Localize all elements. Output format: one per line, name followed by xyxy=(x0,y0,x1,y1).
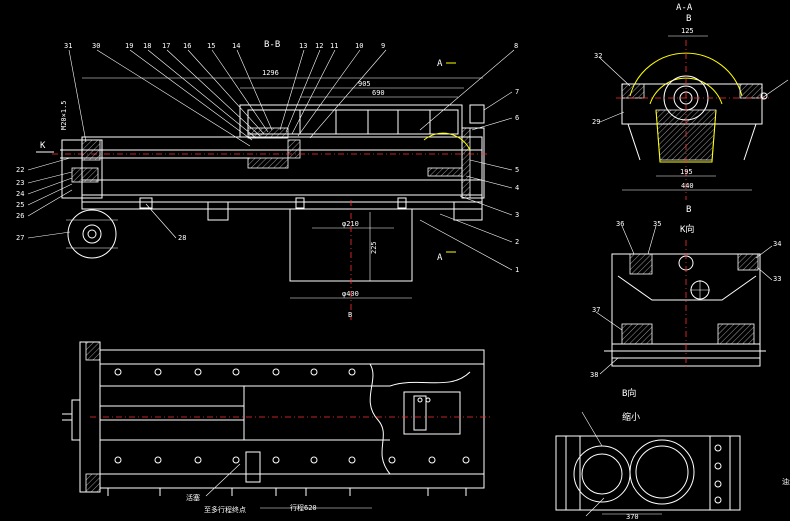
callout-13: 13 xyxy=(299,42,307,50)
section-bb-title: B-B xyxy=(264,40,280,50)
callout-15: 15 xyxy=(207,42,215,50)
callout-36: 36 xyxy=(616,220,624,228)
callout-17: 17 xyxy=(162,42,170,50)
callout-37: 37 xyxy=(592,306,600,314)
view-b-direction: B向 xyxy=(622,387,636,399)
callout-30: 30 xyxy=(92,42,100,50)
callout-2: 2 xyxy=(515,238,519,246)
dim-370: 370 xyxy=(626,513,639,521)
callout-38: 38 xyxy=(590,371,598,379)
callout-14: 14 xyxy=(232,42,240,50)
callout-33: 33 xyxy=(773,275,781,283)
callout-11: 11 xyxy=(330,42,338,50)
cutting-b-label: B xyxy=(348,311,352,319)
view-mark-k: K xyxy=(40,141,46,151)
plan-note-piston: 活塞 xyxy=(186,493,200,502)
dim-dia-400: φ400 xyxy=(342,290,359,298)
k-view: K向 36 35 34 33 37 38 xyxy=(590,220,781,379)
callouts-left-group: 22 23 24 25 26 27 xyxy=(16,157,73,242)
note-left-vertical: M20×1.5 xyxy=(60,100,68,130)
callout-10: 10 xyxy=(355,42,363,50)
section-aa-title: A-A xyxy=(676,3,693,13)
callouts-right-group: 7 6 5 4 3 2 1 xyxy=(419,88,519,274)
callout-12: 12 xyxy=(315,42,323,50)
bottom-right-label: 油量 xyxy=(782,477,790,486)
view-k-title: K向 xyxy=(680,223,694,235)
b-direction-view: B向 缩小 370 xyxy=(555,387,741,521)
plan-view: 活塞 至多行程终点 行程620 xyxy=(62,341,490,514)
callout-1: 1 xyxy=(515,266,519,274)
dim-length-905: 905 xyxy=(358,80,371,88)
callout-32: 32 xyxy=(594,52,602,60)
section-mark-b-top: B xyxy=(686,14,691,24)
section-mark-a-top: A xyxy=(437,59,443,69)
callout-35: 35 xyxy=(653,220,661,228)
callout-31: 31 xyxy=(64,42,72,50)
callout-27: 27 xyxy=(16,234,24,242)
callout-9: 9 xyxy=(381,42,385,50)
callout-28: 28 xyxy=(178,234,186,242)
dim-stroke: 行程620 xyxy=(290,503,317,512)
dim-overall-length: 1296 xyxy=(262,69,279,77)
callouts-top-group: 31 30 19 18 17 16 15 14 13 12 11 10 9 8 xyxy=(64,42,518,147)
callout-29: 29 xyxy=(592,118,600,126)
callout-6: 6 xyxy=(515,114,519,122)
dim-440: 440 xyxy=(681,182,694,190)
callout-4: 4 xyxy=(515,184,519,192)
callout-34: 34 xyxy=(773,240,781,248)
callout-3: 3 xyxy=(515,211,519,219)
callout-26: 26 xyxy=(16,212,24,220)
callout-8: 8 xyxy=(514,42,518,50)
dim-length-690: 690 xyxy=(372,89,385,97)
callout-7: 7 xyxy=(515,88,519,96)
callout-24: 24 xyxy=(16,190,24,198)
callout-19: 19 xyxy=(125,42,133,50)
section-aa-view: A-A B 125 195 440 B 32 29 xyxy=(592,3,789,215)
section-bb-view: B-B 1296 905 690 xyxy=(16,40,519,320)
callout-23: 23 xyxy=(16,179,24,187)
section-mark-b-bottom: B xyxy=(686,205,691,215)
callout-5: 5 xyxy=(515,166,519,174)
section-mark-a-bottom: A xyxy=(437,253,443,263)
callout-16: 16 xyxy=(183,42,191,50)
callout-22: 22 xyxy=(16,166,24,174)
dim-225: 225 xyxy=(370,241,378,254)
callout-25: 25 xyxy=(16,201,24,209)
dim-195: 195 xyxy=(680,168,693,176)
dim-125: 125 xyxy=(681,27,694,35)
dim-dia-210: φ210 xyxy=(342,220,359,228)
view-scale-note: 缩小 xyxy=(622,411,640,423)
plan-note-stroke-end: 至多行程终点 xyxy=(204,505,246,514)
callout-18: 18 xyxy=(143,42,151,50)
